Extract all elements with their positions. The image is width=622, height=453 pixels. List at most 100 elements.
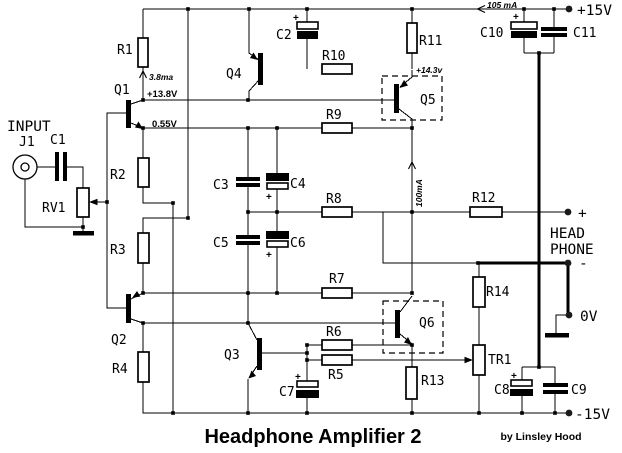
label-rv1: RV1 bbox=[42, 201, 65, 216]
wire bbox=[523, 9, 555, 54]
wire bbox=[521, 366, 556, 413]
label-q2: Q2 bbox=[111, 333, 127, 348]
capacitor-c7-plate bbox=[296, 390, 319, 398]
resistor-r1-body bbox=[137, 37, 149, 68]
resistor-r14-body bbox=[472, 276, 486, 308]
junction-dot bbox=[141, 126, 145, 130]
junction-dot bbox=[141, 98, 145, 102]
annotation-output-voltage: +14.3v bbox=[416, 65, 444, 75]
junction-dot bbox=[246, 321, 250, 325]
label-q3: Q3 bbox=[224, 348, 240, 363]
resistors bbox=[76, 22, 503, 400]
capacitor-c3-plate bbox=[236, 183, 260, 187]
label-r3: R3 bbox=[110, 243, 126, 258]
capacitor-c2-plate bbox=[296, 21, 319, 30]
annotation-emitter-voltage: 0.55V bbox=[152, 119, 177, 130]
terminal-vplus bbox=[565, 5, 573, 13]
terminal-dots bbox=[564, 5, 573, 417]
resistor-r10-body bbox=[321, 63, 353, 75]
junction-dot bbox=[537, 365, 541, 369]
c2-polarity-mark: + bbox=[293, 13, 299, 24]
wire bbox=[106, 112, 126, 309]
label-q5: Q5 bbox=[420, 93, 436, 108]
capacitor-c5-plate bbox=[236, 235, 260, 239]
c6-polarity-mark: + bbox=[266, 250, 272, 261]
label-r11: R11 bbox=[419, 34, 442, 49]
resistor-r9-body bbox=[321, 122, 353, 134]
junction-dot bbox=[275, 210, 279, 214]
input-ground-symbol bbox=[73, 231, 94, 236]
potentiometer-rv1-body bbox=[76, 187, 90, 218]
resistor-r5-body bbox=[321, 354, 353, 366]
label-r9: R9 bbox=[326, 108, 342, 123]
capacitor-c6-plate bbox=[266, 240, 289, 248]
resistor-r4-body bbox=[137, 351, 150, 383]
rv1-wiper-arrow bbox=[89, 198, 98, 206]
annotation-rail-current: 105 mA bbox=[487, 0, 517, 10]
junction-dot bbox=[246, 291, 250, 295]
wire bbox=[142, 128, 174, 413]
label-q1: Q1 bbox=[114, 83, 130, 98]
junction-dot bbox=[305, 411, 309, 415]
wire bbox=[262, 345, 308, 413]
label-c1: C1 bbox=[50, 133, 66, 148]
label-vminus: -15V bbox=[575, 407, 610, 423]
wires bbox=[24, 8, 569, 414]
label-c3: C3 bbox=[213, 178, 229, 193]
rail-current-arrow bbox=[476, 5, 486, 13]
q3-emitter-arrow bbox=[248, 370, 256, 379]
wire bbox=[24, 166, 84, 231]
label-r13: R13 bbox=[421, 374, 444, 389]
resistor-r11-body bbox=[406, 22, 418, 54]
label-r6: R6 bbox=[326, 325, 342, 340]
junction-dot bbox=[410, 210, 414, 214]
junction-dot bbox=[476, 261, 480, 265]
q1-emitter-arrow bbox=[135, 121, 143, 129]
transistor-q1-bar bbox=[126, 100, 131, 128]
label-r2: R2 bbox=[110, 168, 126, 183]
junction-dot bbox=[141, 321, 145, 325]
capacitor-c6-plate bbox=[266, 231, 289, 239]
junction-dot bbox=[553, 411, 557, 415]
junction-dots bbox=[81, 7, 557, 415]
resistor-r6-body bbox=[321, 339, 353, 351]
label-c11: C11 bbox=[573, 26, 596, 41]
junction-dot bbox=[410, 126, 414, 130]
terminal-hp-plus bbox=[564, 208, 572, 216]
junction-dot bbox=[477, 411, 481, 415]
annotation-quiescent-current: 100mA bbox=[414, 179, 424, 207]
label-j1: J1 bbox=[19, 135, 35, 150]
label-c9: C9 bbox=[571, 383, 587, 398]
junction-dot bbox=[520, 411, 524, 415]
label-c8: C8 bbox=[494, 383, 510, 398]
q4-emitter-arrow bbox=[250, 52, 258, 60]
capacitor-c8-plate bbox=[510, 389, 533, 396]
wire bbox=[555, 314, 569, 333]
resistor-r12-body bbox=[469, 206, 503, 218]
trimmer-tr1-body bbox=[472, 344, 486, 376]
wire bbox=[399, 295, 413, 413]
schematic-byline: by Linsley Hood bbox=[500, 431, 581, 443]
terminal-0v bbox=[565, 311, 573, 319]
resistor-r7-body bbox=[321, 287, 353, 299]
label-c6: C6 bbox=[290, 236, 306, 251]
junction-dot bbox=[171, 201, 175, 205]
wire bbox=[398, 70, 413, 293]
resistor-r8-body bbox=[321, 206, 353, 218]
label-c10: C10 bbox=[480, 26, 503, 41]
label-c7: C7 bbox=[279, 385, 295, 400]
wire bbox=[142, 323, 569, 414]
wire bbox=[247, 322, 258, 379]
junction-dot bbox=[305, 7, 309, 11]
input-jack bbox=[12, 154, 38, 180]
junction-dot bbox=[410, 7, 414, 11]
junction-dot bbox=[305, 358, 309, 362]
transistor-q3-bar bbox=[257, 338, 262, 370]
labels: INPUT J1 C1 RV1 R1 Q1 R2 R3 Q2 R4 C2 Q4 … bbox=[7, 0, 612, 448]
tr1-wiper-arrow bbox=[464, 356, 473, 364]
label-hp-minus: - bbox=[579, 256, 588, 272]
label-headphone-1: HEAD bbox=[550, 226, 585, 242]
capacitor-c10-plate bbox=[510, 21, 538, 30]
